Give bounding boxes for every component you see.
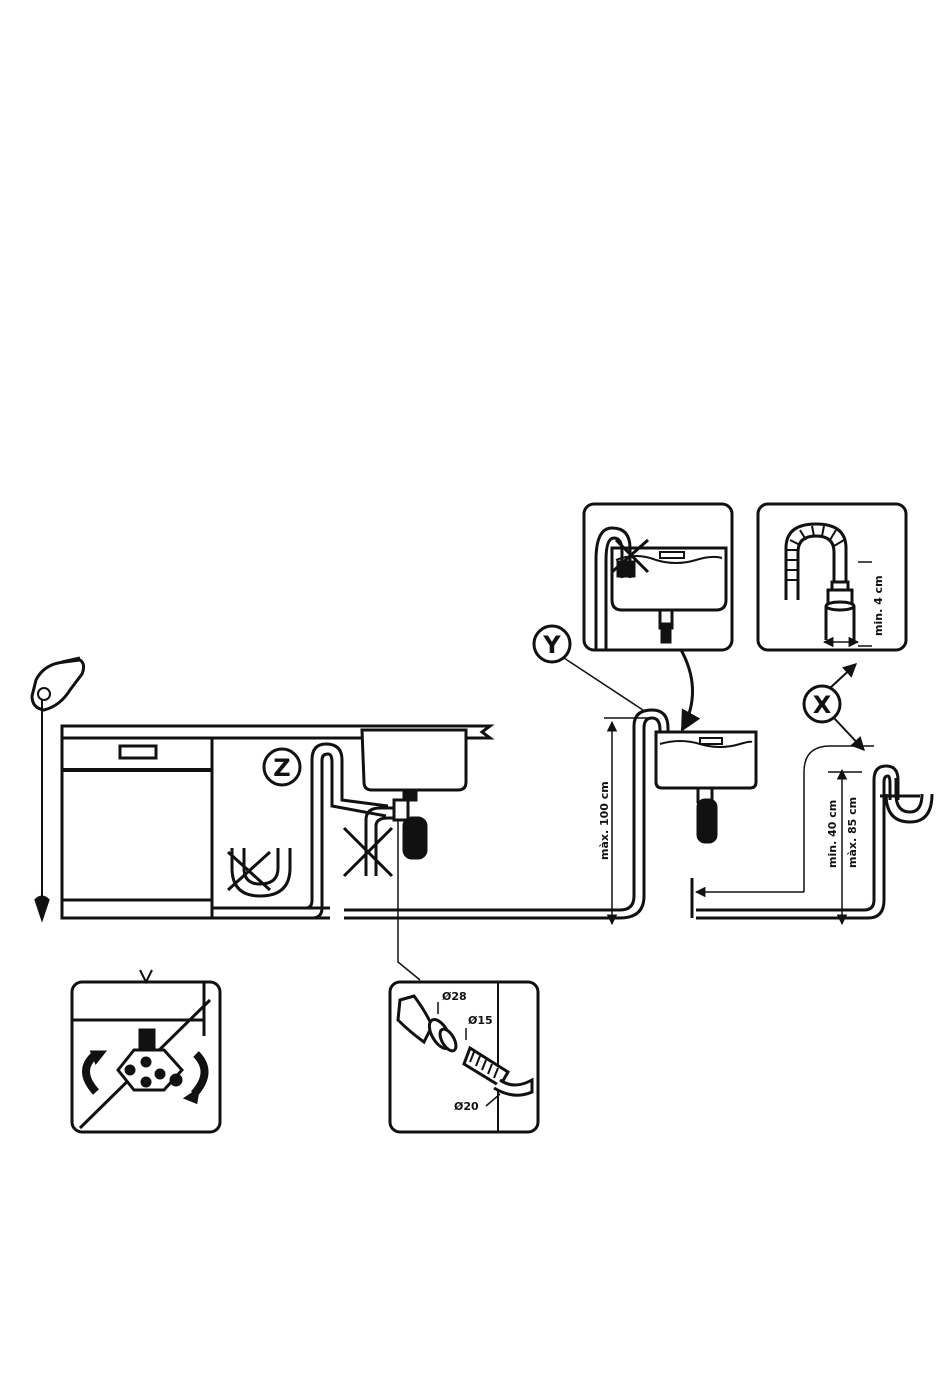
diameter-20-label: Ø20 [454,1100,479,1113]
detail-box-hose-hook [584,504,732,650]
diameter-28-label: Ø28 [442,990,467,1003]
detail-to-basin-arrow [680,648,693,730]
dimension-max-100-label: màx. 100 cm [598,781,611,860]
sink-siphon [394,800,426,858]
dishwasher-unit [62,738,212,918]
label-z-callout: Z [264,749,300,785]
label-x-callout: X [804,664,864,750]
dimension-min-4-label: min. 4 cm [872,575,885,636]
kitchen-sink [362,730,466,800]
dimension-max-85-label: màx. 85 cm [846,797,859,868]
detail-box-air-gap: min. 4 cm [758,504,906,650]
floor-line [344,910,620,918]
wrong-hose-position-icon [228,848,290,896]
detail-box-hose-diameters: Ø28 Ø15 Ø20 [390,982,538,1132]
basin-middle [656,732,756,842]
detail-box-leveling-foot [72,970,220,1132]
dimension-min-40-label: min. 40 cm [826,800,839,868]
wrong-sink-connection-icon [344,808,398,876]
diameter-15-label: Ø15 [468,1014,493,1027]
label-z: Z [273,754,290,782]
label-y: Y [542,631,561,659]
label-x: X [813,691,832,719]
